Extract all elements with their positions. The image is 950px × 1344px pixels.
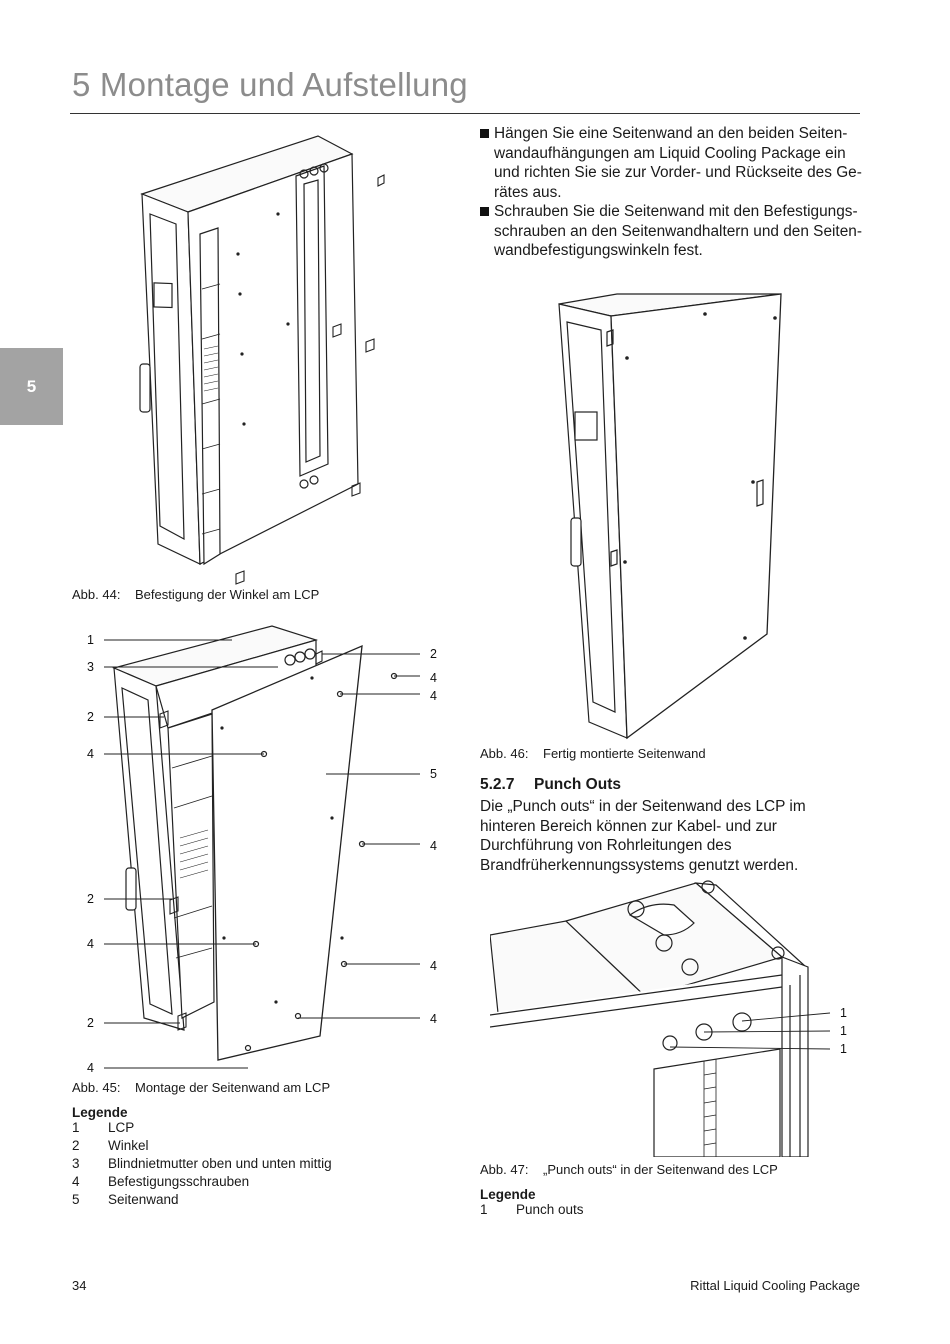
chapter-side-tab: 5: [0, 348, 63, 425]
bullet-square-icon: [480, 129, 489, 138]
callout-label: 2: [87, 892, 94, 906]
section-body: Die „Punch outs“ in der Seitenwand des L…: [480, 798, 806, 874]
figure-45-caption: Abb. 45: Montage der Seitenwand am LCP: [72, 1080, 330, 1095]
chapter-title: 5 Montage und Aufstellung: [72, 66, 468, 103]
callout-label: 4: [430, 959, 437, 973]
callout-label: 1: [840, 1042, 847, 1056]
callout-label: 1: [840, 1006, 847, 1020]
figure-47-caption: Abb. 47: „Punch outs“ in der Seitenwand d…: [480, 1162, 778, 1177]
figure-44-number: Abb. 44:: [72, 587, 121, 602]
instruction-list: Hängen Sie eine Seitenwand an den beiden…: [480, 124, 865, 261]
callout-label: 4: [87, 1061, 94, 1075]
figure-44-illustration: [128, 124, 398, 589]
figure-46-caption-text: Fertig montierte Seitenwand: [543, 746, 706, 761]
figure-47-caption-text: „Punch outs“ in der Seitenwand des LCP: [543, 1162, 778, 1177]
figure-44-caption: Abb. 44: Befestigung der Winkel am LCP: [72, 587, 319, 602]
figure-45-caption-text: Montage der Seitenwand am LCP: [135, 1080, 331, 1095]
figure-47-number: Abb. 47:: [480, 1162, 529, 1177]
callout-label: 5: [430, 767, 437, 781]
callout-label: 2: [430, 647, 437, 661]
callout-label: 4: [87, 747, 94, 761]
figure-45-number: Abb. 45:: [72, 1080, 121, 1095]
callout-label: 4: [430, 1012, 437, 1026]
callout-label: 4: [430, 839, 437, 853]
figure-45-illustration: 1 3 2 4 2 4 2 4 2 4 4 5 4 4 4: [72, 618, 452, 1078]
section-title: Punch Outs: [534, 776, 621, 793]
figure-47-illustration: 1 1 1: [490, 875, 860, 1157]
callout-label: 1: [840, 1024, 847, 1038]
figure-44-caption-text: Befestigung der Winkel am LCP: [135, 587, 320, 602]
callout-label: 4: [87, 937, 94, 951]
legend-title: Legende: [72, 1105, 128, 1120]
bullet-square-icon: [480, 207, 489, 216]
figure-46-illustration: [545, 282, 790, 742]
figure-46-caption: Abb. 46: Fertig montierte Seitenwand: [480, 746, 706, 761]
callout-label: 3: [87, 660, 94, 674]
section-number: 5.2.7: [480, 776, 515, 793]
instruction-item: Hängen Sie eine Seitenwand an den beiden…: [480, 124, 865, 202]
figure-46-number: Abb. 46:: [480, 746, 529, 761]
page-number: 34: [72, 1278, 87, 1293]
callout-label: 4: [430, 671, 437, 685]
chapter-side-tab-label: 5: [26, 376, 37, 396]
callout-label: 4: [430, 689, 437, 703]
footer-product-name: Rittal Liquid Cooling Package: [690, 1278, 860, 1293]
legend-title: Legende: [480, 1187, 536, 1202]
section-heading: 5.2.7 Punch Outs: [480, 776, 621, 794]
callout-label: 1: [87, 633, 94, 647]
instruction-item: Schrauben Sie die Seitenwand mit den Bef…: [480, 202, 865, 261]
title-divider: [70, 113, 860, 114]
callout-label: 2: [87, 710, 94, 724]
callout-label: 2: [87, 1016, 94, 1030]
